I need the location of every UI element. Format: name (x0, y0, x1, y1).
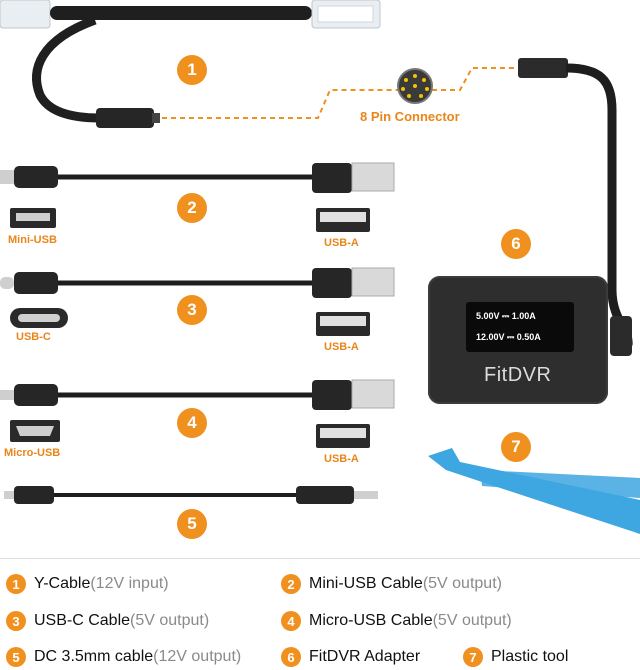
adapter-display: 5.00V ⎓ 1.00A 12.00V ⎓ 0.50A (466, 302, 574, 352)
legend-number: 3 (6, 611, 26, 631)
dc-cable (4, 486, 378, 504)
pin-connector-icon (397, 68, 433, 104)
plastic-tool-icon (428, 448, 640, 534)
legend-number: 5 (6, 647, 26, 667)
legend-note: (12V input) (90, 575, 169, 592)
badge-5: 5 (177, 509, 207, 539)
y-cable (0, 0, 381, 128)
legend-number: 1 (6, 574, 26, 594)
legend-number: 4 (281, 611, 301, 631)
badge-3: 3 (177, 295, 207, 325)
legend-note: (5V output) (130, 612, 210, 629)
adapter-brand: FitDVR (484, 364, 552, 386)
legend-name: Mini-USB Cable (309, 575, 423, 592)
legend-item: 1 Y-Cable(12V input) (6, 574, 169, 594)
legend-item: 7 Plastic tool (463, 647, 568, 667)
badge-6: 6 (501, 229, 531, 259)
port-label-mini-usb: Mini-USB (8, 234, 57, 246)
badge-1: 1 (177, 55, 207, 85)
port-label-usb-a: USB-A (324, 341, 359, 353)
legend-note: (5V output) (432, 612, 512, 629)
legend-name: Y-Cable (34, 575, 91, 592)
display-line-2: 12.00V ⎓ 0.50A (476, 332, 541, 342)
legend-number: 7 (463, 647, 483, 667)
port-label-usb-a: USB-A (324, 453, 359, 465)
badge-4: 4 (177, 408, 207, 438)
legend-name: Micro-USB Cable (309, 612, 433, 629)
connection-line (162, 67, 520, 119)
legend-note: (5V output) (422, 575, 502, 592)
legend-item: 5 DC 3.5mm cable(12V output) (6, 647, 241, 667)
adapter-cable (518, 58, 633, 356)
legend-number: 6 (281, 647, 301, 667)
legend-item: 4 Micro-USB Cable(5V output) (281, 611, 512, 631)
display-line-1: 5.00V ⎓ 1.00A (476, 311, 536, 321)
micro-usb-cable (0, 379, 395, 448)
legend: 1 Y-Cable(12V input) 2 Mini-USB Cable(5V… (0, 558, 640, 670)
badge-7: 7 (501, 432, 531, 462)
mini-usb-cable (0, 162, 395, 232)
legend-item: 3 USB-C Cable(5V output) (6, 611, 209, 631)
legend-note: (12V output) (153, 648, 242, 665)
fitdvr-adapter: 5.00V ⎓ 1.00A 12.00V ⎓ 0.50A FitDVR (428, 276, 608, 404)
usb-c-cable (0, 267, 395, 336)
connector-label: 8 Pin Connector (360, 109, 460, 124)
legend-name: FitDVR Adapter (309, 648, 421, 665)
port-label-usb-a: USB-A (324, 237, 359, 249)
legend-name: Plastic tool (491, 648, 569, 665)
port-label-usb-c: USB-C (16, 331, 51, 343)
product-illustration (0, 0, 640, 534)
port-label-micro-usb: Micro-USB (4, 447, 61, 459)
legend-item: 6 FitDVR Adapter (281, 647, 420, 667)
badge-2: 2 (177, 193, 207, 223)
legend-name: USB-C Cable (34, 612, 131, 629)
legend-number: 2 (281, 574, 301, 594)
legend-item: 2 Mini-USB Cable(5V output) (281, 574, 502, 594)
legend-name: DC 3.5mm cable (34, 648, 154, 665)
